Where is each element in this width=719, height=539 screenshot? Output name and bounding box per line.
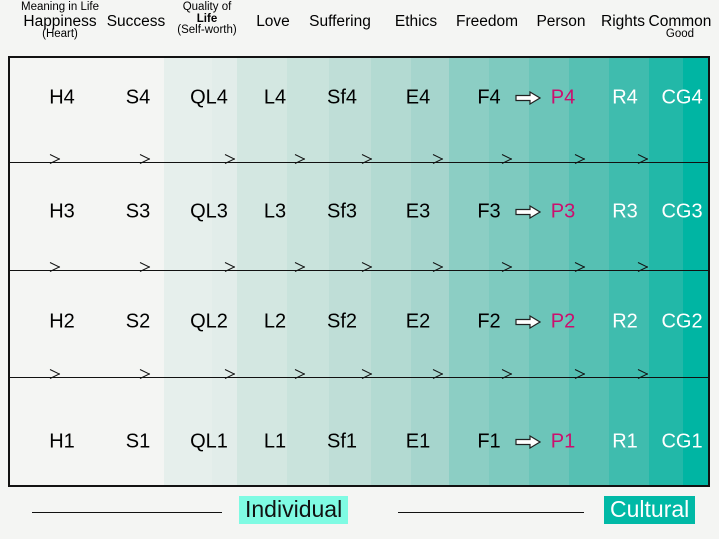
header-label: Success (106, 12, 166, 30)
cell-sf4: Sf4 (326, 86, 358, 109)
gradient-band-2 (212, 58, 237, 485)
gradient-band-7 (411, 58, 449, 485)
cell-e1: E1 (405, 430, 431, 453)
cell-cg3: CG3 (661, 200, 703, 223)
legend-line-left (32, 512, 222, 513)
header-sublabel: (Heart) (42, 28, 78, 41)
cell-f3: F3 (477, 200, 501, 223)
cell-r4: R4 (612, 86, 638, 109)
column-header-person: Person (491, 2, 631, 56)
cell-ql3: QL3 (190, 200, 228, 223)
row-divider-line-2 (10, 377, 708, 378)
legend-line-right (398, 512, 584, 513)
legend-label-cultural: Cultural (604, 496, 696, 525)
gradient-band-3 (237, 58, 287, 485)
cell-r2: R2 (612, 310, 638, 333)
gradient-band-4 (287, 58, 329, 485)
cell-f2: F2 (477, 310, 501, 333)
column-header-love: Love (203, 2, 343, 56)
header-label: Life (196, 12, 218, 25)
gradient-band-14 (683, 58, 708, 485)
cell-l4: L4 (263, 86, 287, 109)
gradient-band-6 (371, 58, 411, 485)
cell-s3: S3 (125, 200, 151, 223)
column-header-freedom: Freedom (417, 2, 557, 56)
header-label: Love (256, 12, 290, 30)
gradient-band-9 (489, 58, 529, 485)
cell-h3: H3 (49, 200, 75, 223)
axis-legend: Individual Cultural (0, 487, 719, 539)
cell-f1: F1 (477, 430, 501, 453)
gradient-band-11 (569, 58, 609, 485)
cell-f4: F4 (477, 86, 501, 109)
cell-h2: H2 (49, 310, 75, 333)
cell-p4: P4 (550, 86, 576, 109)
header-superlabel: Meaning in Life (21, 1, 99, 13)
cell-ql2: QL2 (190, 310, 228, 333)
cell-s4: S4 (125, 86, 151, 109)
cell-p1: P1 (550, 430, 576, 453)
block-arrow-right-icon (515, 314, 542, 330)
header-label: Person (536, 12, 586, 30)
cell-h1: H1 (49, 430, 75, 453)
cell-ql1: QL1 (190, 430, 228, 453)
cell-sf2: Sf2 (326, 310, 358, 333)
cell-l1: L1 (263, 430, 287, 453)
cell-p3: P3 (550, 200, 576, 223)
cell-sf3: Sf3 (326, 200, 358, 223)
cell-e4: E4 (405, 86, 431, 109)
row-divider-line-0 (10, 162, 708, 163)
gradient-band-8 (449, 58, 489, 485)
cell-cg1: CG1 (661, 430, 703, 453)
cell-l2: L2 (263, 310, 287, 333)
block-arrow-right-icon (515, 434, 542, 450)
cell-p2: P2 (550, 310, 576, 333)
cell-cg4: CG4 (661, 86, 703, 109)
column-header-ethics: Ethics (346, 2, 486, 56)
header-superlabel: Quality of (182, 1, 232, 13)
column-header-suffering: Suffering (270, 2, 410, 56)
header-sublabel: (Self-worth) (177, 24, 237, 37)
cell-s2: S2 (125, 310, 151, 333)
cell-ql4: QL4 (190, 86, 228, 109)
gradient-band-5 (329, 58, 371, 485)
gradient-band-12 (609, 58, 649, 485)
cell-r3: R3 (612, 200, 638, 223)
cell-r1: R1 (612, 430, 638, 453)
block-arrow-right-icon (515, 90, 542, 106)
header-label: Ethics (394, 12, 438, 30)
header-label: Common (648, 12, 712, 30)
header-label: Suffering (309, 12, 371, 30)
cell-h4: H4 (49, 86, 75, 109)
column-header-success: Success (66, 2, 206, 56)
row-divider-line-1 (10, 270, 708, 271)
header-label: Freedom (455, 12, 519, 30)
gradient-band-1 (164, 58, 212, 485)
cell-cg2: CG2 (661, 310, 703, 333)
gradient-band-10 (529, 58, 569, 485)
cell-sf1: Sf1 (326, 430, 358, 453)
header-label: Rights (601, 12, 645, 30)
cell-e3: E3 (405, 200, 431, 223)
cell-e2: E2 (405, 310, 431, 333)
cell-s1: S1 (125, 430, 151, 453)
block-arrow-right-icon (515, 204, 542, 220)
column-header-rights: Rights (553, 2, 693, 56)
gradient-band-13 (649, 58, 683, 485)
header-sublabel: Good (665, 28, 695, 41)
gradient-bands (10, 58, 708, 485)
header-label: Happiness (23, 12, 97, 30)
gradient-band-0 (10, 58, 164, 485)
legend-label-individual: Individual (239, 496, 349, 525)
cell-l3: L3 (263, 200, 287, 223)
